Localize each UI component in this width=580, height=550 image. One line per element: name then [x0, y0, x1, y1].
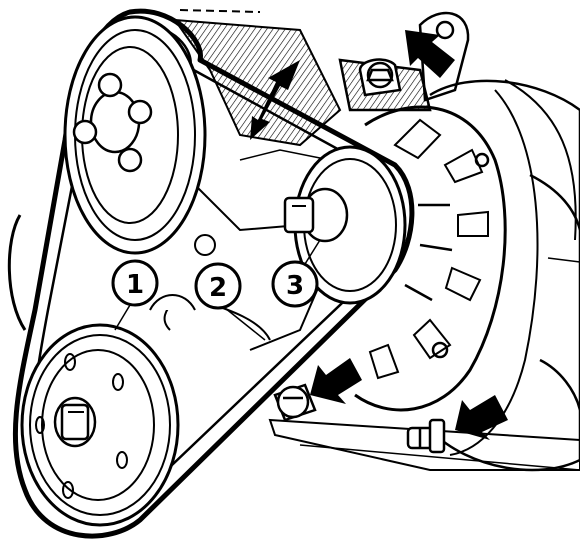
arrow-icon — [250, 60, 300, 140]
callout-2-label: 2 — [209, 273, 227, 303]
arrow-icon — [310, 358, 362, 404]
callout-3-label: 3 — [286, 271, 304, 301]
callout-1-label: 1 — [126, 270, 144, 300]
adjust-direction-arrow — [250, 60, 300, 140]
arrow-icon — [405, 30, 455, 78]
lower-mounting-bolt — [273, 383, 317, 422]
mounting-bolt-lower-left-arrow — [310, 358, 362, 404]
alternator-pulley — [283, 145, 407, 305]
crankshaft-pulley — [20, 323, 180, 527]
water-pump-pulley — [63, 15, 207, 255]
base-bolt — [406, 418, 446, 454]
alternator — [268, 79, 580, 472]
callout-1: 1 — [111, 259, 159, 331]
arrow-icon — [455, 395, 508, 440]
mounting-bolt-lower-right-arrow — [455, 395, 508, 440]
callout-3: 3 — [271, 239, 321, 308]
mounting-bolt-top-arrow — [405, 30, 455, 78]
upper-mounting-bracket — [338, 11, 470, 112]
callout-2: 2 — [194, 262, 266, 341]
